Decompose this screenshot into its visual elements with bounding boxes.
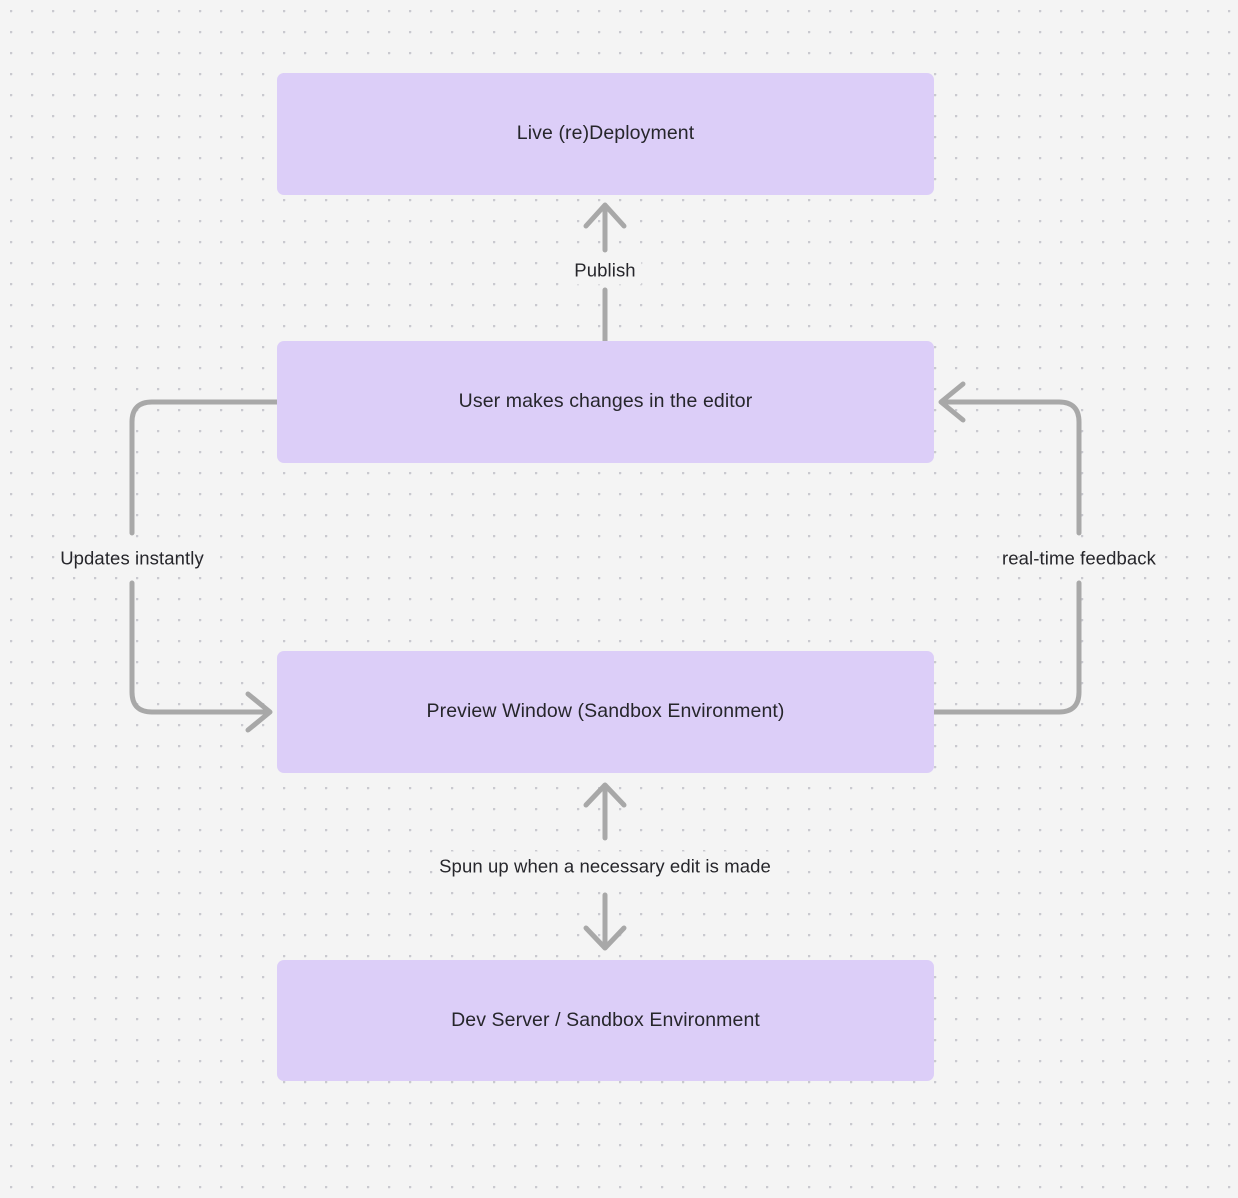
edge-label-updates-instantly: Updates instantly: [60, 547, 204, 569]
node-label: Preview Window (Sandbox Environment): [426, 700, 785, 723]
node-user-edits[interactable]: User makes changes in the editor: [277, 341, 934, 463]
node-preview-window[interactable]: Preview Window (Sandbox Environment): [277, 651, 934, 773]
node-dev-server[interactable]: Dev Server / Sandbox Environment: [277, 960, 934, 1081]
node-label: User makes changes in the editor: [458, 390, 753, 413]
node-live-deployment[interactable]: Live (re)Deployment: [277, 73, 934, 195]
node-label: Dev Server / Sandbox Environment: [451, 1008, 760, 1031]
node-label: Live (re)Deployment: [516, 122, 695, 145]
edge-label-real-time-feedback: real-time feedback: [1002, 547, 1156, 569]
edge-label-publish: Publish: [568, 255, 642, 285]
edge-label-spun-up: Spun up when a necessary edit is made: [433, 851, 777, 881]
